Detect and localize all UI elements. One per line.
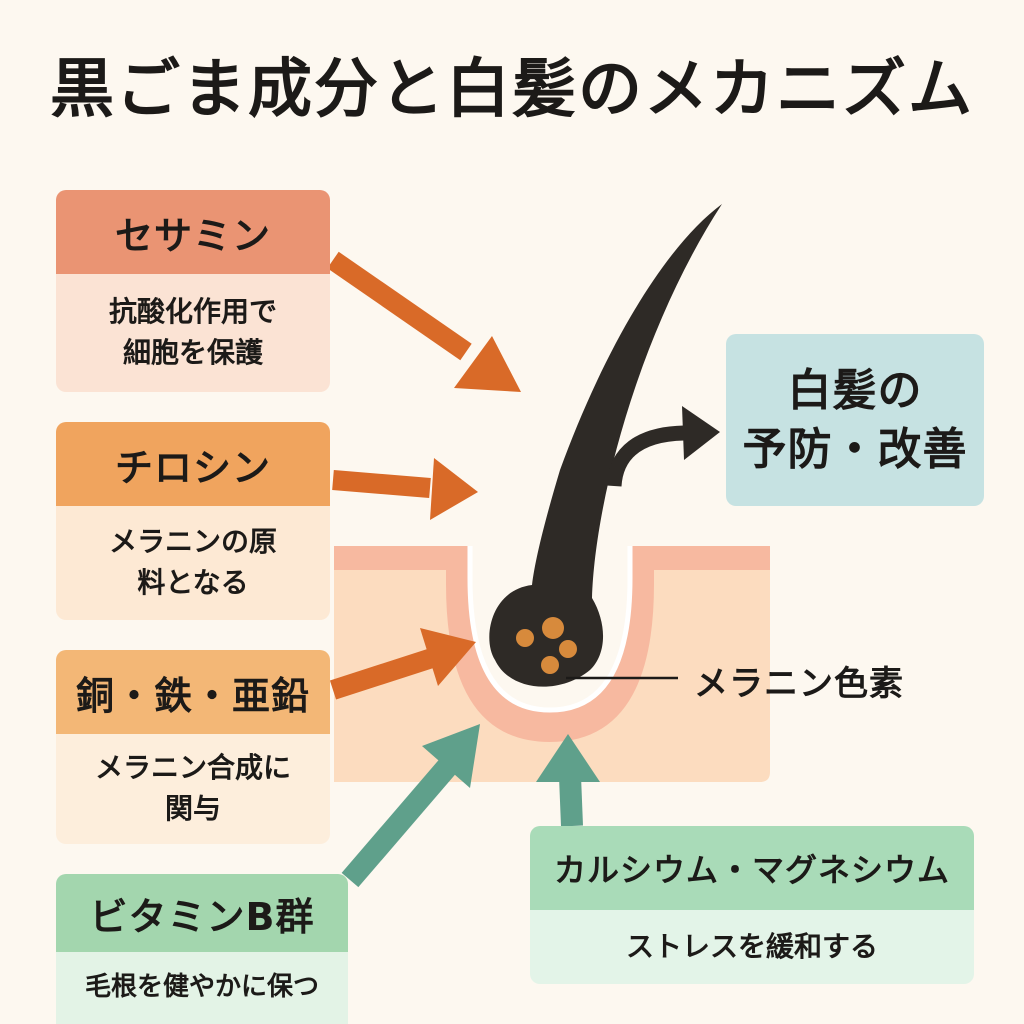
ingredient-name: チロシン [56,422,330,506]
ingredient-name: 銅・鉄・亜鉛 [56,650,330,734]
ingredient-card-tyrosine: チロシン メラニンの原 料となる [56,422,330,620]
skin-surface-band [334,546,770,742]
melanin-granule [542,617,564,639]
arrow-sesamin-to-hair [327,251,521,392]
result-card: 白髪の 予防・改善 [726,334,984,506]
follicle-lining [467,546,633,713]
ingredient-card-sesamin: セサミン 抗酸化作用で 細胞を保護 [56,190,330,392]
ingredient-effect: メラニン合成に 関与 [56,734,330,844]
ingredient-name: カルシウム・マグネシウム [530,826,974,910]
result-line: 白髪の [787,364,923,416]
melanin-granule [541,656,559,674]
ingredient-effect: 抗酸化作用で 細胞を保護 [56,274,330,392]
arrow-tyrosine-to-hair [332,458,478,520]
ingredient-card-minerals: 銅・鉄・亜鉛 メラニン合成に 関与 [56,650,330,844]
melanin-granules [516,617,577,674]
effect-line: 抗酸化作用で [108,295,277,329]
melanin-label: メラニン色素 [694,664,904,704]
arrow-calcium-to-root [536,734,600,827]
result-arrow [606,406,720,487]
ingredient-name: セサミン [56,190,330,274]
effect-line: ストレスを緩和する [625,929,878,963]
result-line: 予防・改善 [742,424,968,475]
effect-line: メラニン合成に [94,751,291,785]
melanin-granule [559,640,577,658]
hair-strand [489,204,722,687]
arrow-minerals-to-hair [329,628,476,700]
effect-line: 細胞を保護 [122,336,263,369]
ingredient-card-vitamin-b: ビタミンB群 毛根を健やかに保つ [56,874,348,1024]
effect-line: メラニンの原 [108,525,277,559]
effect-line: 毛根を健やかに保つ [84,972,319,1003]
ingredient-card-calcium-magnesium: カルシウム・マグネシウム ストレスを緩和する [530,826,974,984]
orange-arrows [327,251,521,700]
ingredient-effect: 毛根を健やかに保つ [56,952,348,1024]
effect-line: 関与 [164,792,221,825]
skin-cross-section [334,546,770,782]
ingredient-effect: メラニンの原 料となる [56,506,330,620]
skin-layer [334,546,770,782]
green-arrows [341,724,600,888]
melanin-granule [516,629,534,647]
ingredient-name: ビタミンB群 [56,874,348,952]
ingredient-effect: ストレスを緩和する [530,910,974,984]
arrow-vitamin-b-to-root [341,724,480,888]
page-title: 黒ごま成分と白髪のメカニズム [50,53,974,127]
effect-line: 料となる [137,566,249,599]
